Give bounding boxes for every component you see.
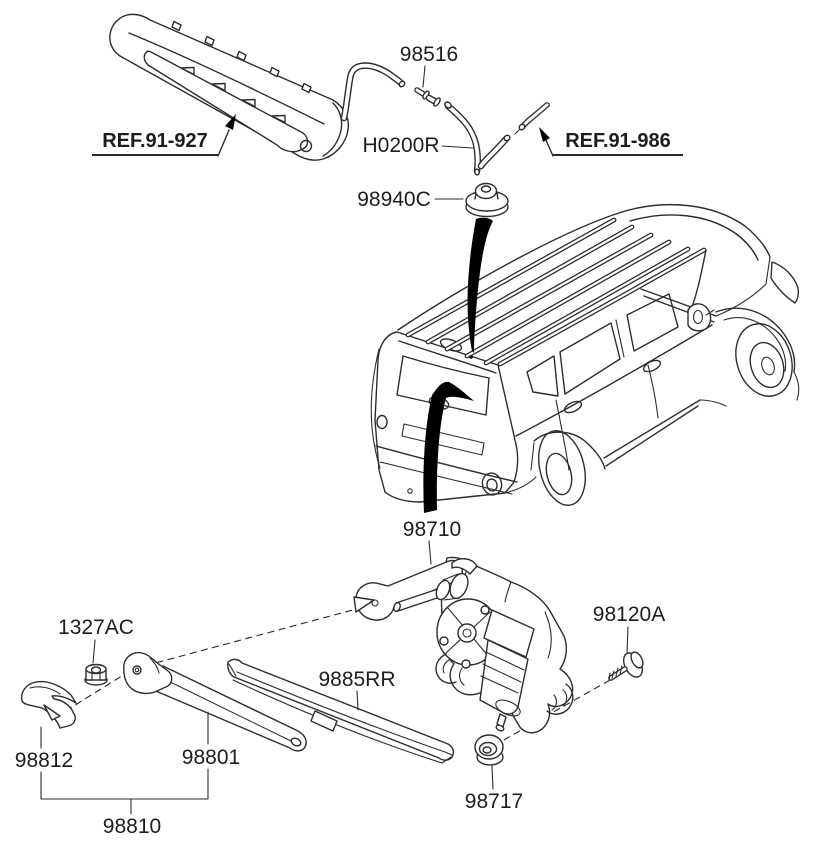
- label-wiper-motor: 98710: [402, 518, 462, 541]
- wiper-motor-drawing: [353, 556, 574, 734]
- motor-grommet-drawing: [474, 734, 504, 766]
- washer-hose-drawing: [340, 62, 550, 176]
- wiper-blade-drawing: [227, 658, 455, 764]
- label-washer-hose: H0200R: [362, 134, 440, 157]
- routing-arrow-hatch: [423, 381, 474, 513]
- label-wiper-arm: 98801: [181, 746, 241, 769]
- label-ref-body-hose: REF.91-986: [553, 130, 683, 156]
- wiper-arm-drawing: [123, 651, 307, 752]
- car-drawing: [370, 204, 800, 506]
- screw-drawing: [608, 651, 644, 681]
- routing-arrow-roof: [467, 217, 493, 359]
- label-mounting-screw: 98120A: [592, 603, 666, 626]
- label-motor-grommet: 98717: [464, 790, 524, 813]
- label-washer-connector: 98516: [399, 43, 459, 66]
- label-ref-spoiler: REF.91-927: [92, 130, 218, 156]
- roof-grommet-drawing: [465, 182, 509, 218]
- nut-drawing: [84, 663, 108, 686]
- label-pivot-cap: 98812: [14, 749, 74, 772]
- cap-drawing: [20, 680, 77, 729]
- label-roof-grommet: 98940C: [357, 188, 431, 211]
- assembly-axis-lines: [55, 599, 611, 742]
- label-pivot-nut: 1327AC: [58, 616, 134, 639]
- ref-body-arrow: [539, 127, 554, 157]
- bracket-98810: [40, 768, 209, 815]
- spoiler-lamp-drawing: [109, 13, 350, 161]
- label-wiper-blade: 9885RR: [318, 668, 396, 691]
- leader-lines: [40, 65, 629, 790]
- label-arm-blade-kit: 98810: [102, 815, 162, 838]
- ref-spoiler-arrow: [217, 114, 236, 157]
